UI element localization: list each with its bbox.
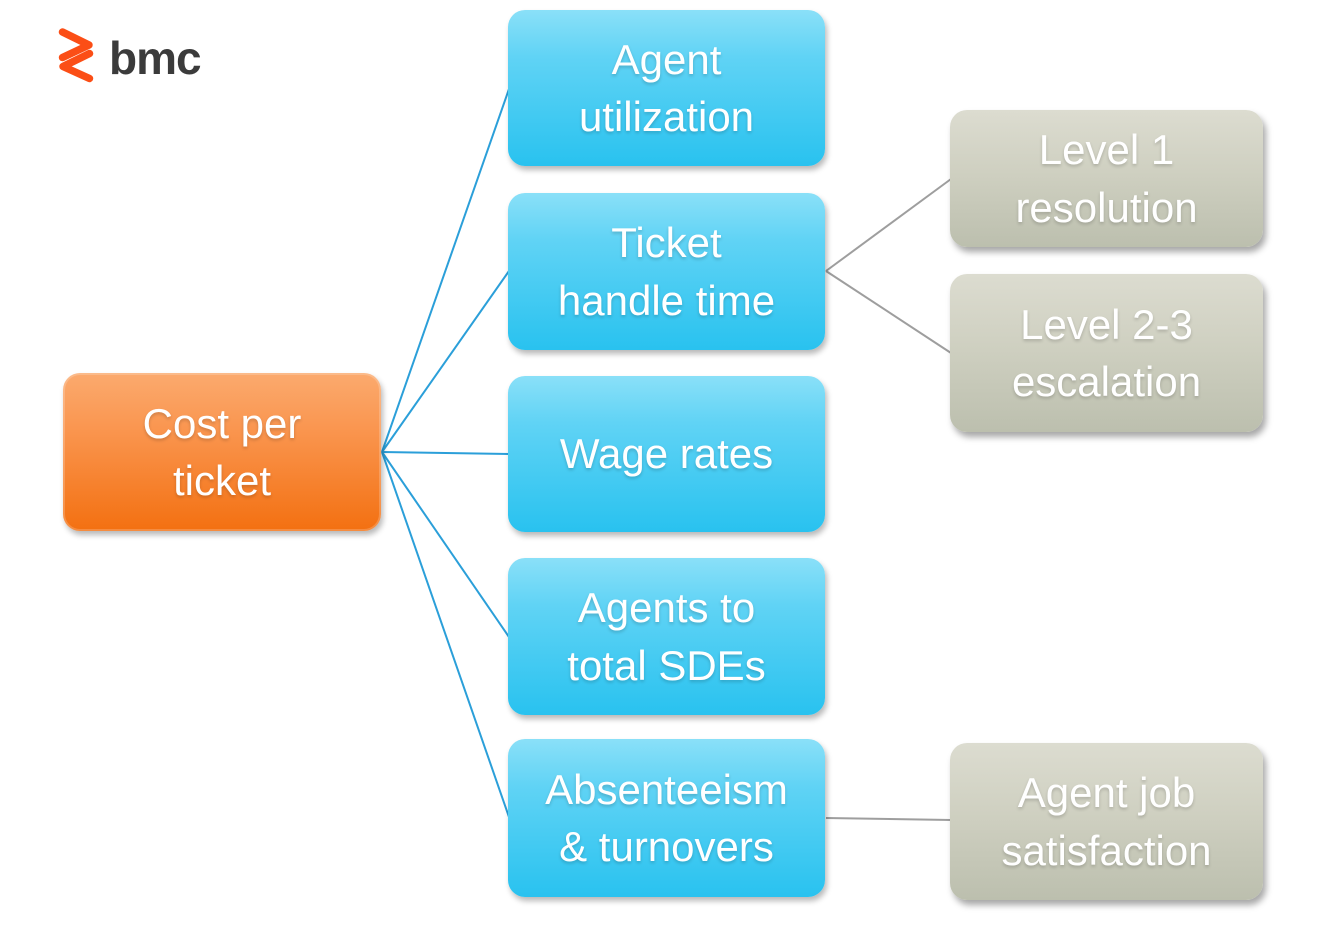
- node-agents-to-total-sdes: Agents to total SDEs: [508, 558, 825, 715]
- bmc-logo-text: bmc: [109, 32, 202, 84]
- node-agents-to-total-sdes-label: Agents to total SDEs: [567, 584, 766, 689]
- edge-root-ticket-handle-time: [381, 270, 510, 453]
- bmc-zigzag-icon: [55, 26, 97, 84]
- node-cost-per-ticket-label: Cost per ticket: [142, 399, 302, 504]
- edge-ticket-level23-escalation: [825, 270, 952, 354]
- node-absenteeism-turnovers: Absenteeism & turnovers: [508, 739, 825, 897]
- node-agent-utilization: Agent utilization: [508, 10, 825, 166]
- node-agent-job-satisfaction-label: Agent job satisfaction: [1001, 769, 1212, 874]
- node-ticket-handle-time: Ticket handle time: [508, 193, 825, 350]
- node-level-1-resolution: Level 1 resolution: [950, 110, 1263, 247]
- node-ticket-handle-time-label: Ticket handle time: [557, 219, 776, 324]
- node-level-2-3-escalation-label: Level 2-3 escalation: [1011, 300, 1202, 405]
- edge-ticket-level1-resolution: [825, 178, 952, 272]
- node-wage-rates-label: Wage rates: [559, 430, 774, 478]
- node-cost-per-ticket: Cost per ticket: [63, 373, 381, 531]
- node-absenteeism-turnovers-label: Absenteeism & turnovers: [545, 765, 788, 870]
- edge-root-wage-rates: [381, 451, 510, 455]
- node-wage-rates: Wage rates: [508, 376, 825, 532]
- edge-absenteeism-agent-job-satisfaction: [825, 817, 952, 821]
- edge-root-agent-utilization: [381, 88, 510, 453]
- node-level-2-3-escalation: Level 2-3 escalation: [950, 274, 1263, 432]
- bmc-logo: bmc: [55, 26, 202, 84]
- edge-root-absenteeism: [381, 451, 510, 818]
- edge-root-agents-total-sdes: [381, 451, 510, 638]
- node-agent-job-satisfaction: Agent job satisfaction: [950, 743, 1263, 900]
- node-agent-utilization-label: Agent utilization: [578, 35, 755, 140]
- node-level-1-resolution-label: Level 1 resolution: [1015, 126, 1198, 231]
